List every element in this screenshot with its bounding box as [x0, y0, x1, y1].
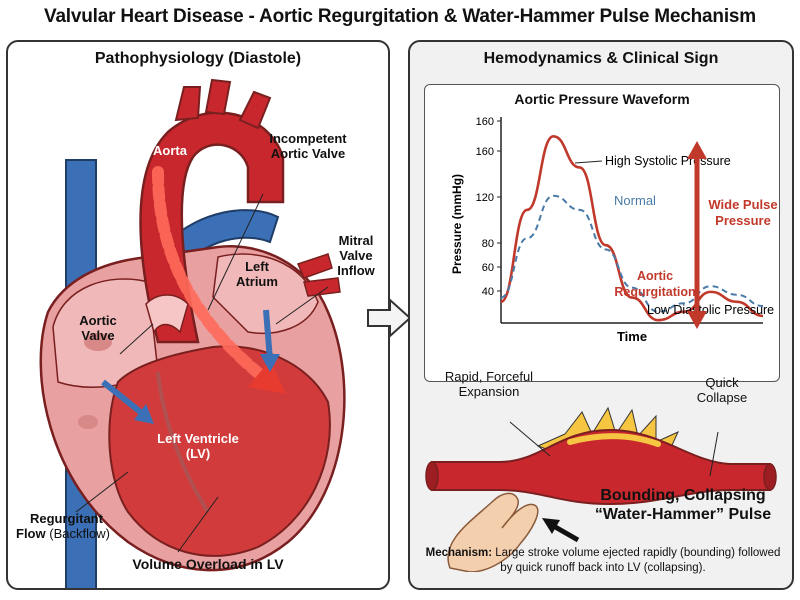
hemodynamics-title: Hemodynamics & Clinical Sign: [483, 50, 719, 67]
pathophysiology-panel: Pathophysiology (Diastole): [6, 40, 390, 590]
regurgitant-line1: Regurgitant: [30, 511, 103, 526]
y-tick-label: 60: [482, 262, 494, 274]
label-left-atrium: Left Atrium: [236, 259, 278, 289]
chart-canvas: 160 160 120 80 60 40 Pressure (mmHg) Time Aortic…: [450, 116, 778, 344]
aortic-branch-2: [204, 78, 232, 116]
venous-flow-arrow: [101, 379, 145, 417]
annotation-wide-1: Wide Pulse: [708, 197, 777, 212]
hemodynamics-panel: Hemodynamics & Clinical Sign Aortic Pres…: [408, 40, 794, 590]
regurgitant-flow-arrow: [152, 166, 269, 383]
mechanism-label: Mechanism:: [425, 547, 493, 559]
label-collapse: Quick Collapse: [696, 375, 748, 405]
regurgitant-line2: Flow: [16, 525, 46, 541]
y-tick-label: 160: [476, 116, 494, 128]
aortic-branch-3: [238, 90, 272, 130]
backflow-label: (Backflow): [49, 525, 110, 541]
label-aortic-valve: Aortic Valve: [79, 313, 117, 343]
page-title: Valvular Heart Disease - Aortic Regurgit…: [44, 6, 756, 27]
series-line-0: [500, 135, 764, 322]
x-axis-label: Time: [617, 329, 647, 344]
y-tick-label: 120: [476, 192, 494, 204]
label-mitral-inflow: Mitral Valve Inflow: [337, 233, 375, 278]
series-line-1: [500, 194, 764, 313]
annotation-wide-2: Pressure: [715, 213, 771, 228]
label-aorta: Aorta: [153, 143, 187, 158]
aortic-valve-leaflets: [145, 294, 189, 334]
water-hammer-line2: “Water-Hammer” Pulse: [594, 506, 772, 524]
pathophysiology-title: Pathophysiology (Diastole): [94, 50, 302, 67]
water-hammer-label: Bounding, Collapsing “Water-Hammer” Puls…: [578, 486, 788, 524]
fingers-icon: [447, 492, 539, 572]
annotation-low: Low Diastolic Pressure: [647, 303, 774, 317]
label-regurgitant-flow: Regurgitant Flow (Backflow): [16, 511, 146, 542]
mitral-inflow-arrowhead: [260, 354, 280, 372]
wide-pulse-arrowhead-bottom: [687, 311, 707, 329]
series-label-normal: Normal: [614, 193, 656, 208]
label-incompetent-valve: Incompetent Aortic Valve: [269, 131, 347, 161]
mechanism-text: Mechanism: Large stroke volume ejected r…: [418, 546, 788, 576]
label-left-ventricle: Left Ventricle (LV): [157, 431, 239, 461]
left-atrium: [212, 253, 319, 334]
label-volume-overload: Volume Overload in LV: [132, 556, 284, 572]
venous-flow-arrowhead: [134, 404, 154, 424]
series-label-ar: Aortic: [637, 269, 673, 283]
y-tick-label: 40: [482, 286, 494, 298]
septum: [156, 371, 210, 514]
y-tick-label: 80: [482, 238, 494, 250]
series-label-ar-2: Regurgitation: [614, 285, 695, 299]
water-hammer-line1: Bounding, Collapsing: [600, 487, 766, 504]
aorta-arch: [139, 111, 285, 344]
y-tick-label: 160: [476, 146, 494, 158]
heart-illustration: [39, 78, 346, 588]
transition-arrow-icon: [367, 298, 412, 338]
pulse-illustration: [425, 406, 777, 572]
chart-title: Aortic Pressure Waveform: [514, 91, 690, 107]
left-ventricle: [108, 345, 331, 557]
y-axis-label: Pressure (mmHg): [450, 174, 464, 274]
pulmonary-vein-1: [296, 253, 333, 279]
annotation-high-leader: [574, 160, 603, 164]
annotation-high: High Systolic Pressure: [605, 154, 731, 168]
mitral-inflow-arrow: [263, 309, 273, 361]
label-expansion: Rapid, Forceful Expansion: [444, 369, 534, 399]
aortic-branch-1: [174, 86, 202, 122]
regurgitant-arrowhead: [248, 360, 286, 394]
wide-pulse-arrowhead-top: [687, 141, 707, 159]
mechanism-body: Large stroke volume ejected rapidly (bou…: [495, 547, 781, 574]
pulmonary-vein-2: [303, 277, 341, 297]
pressure-chart: Aortic Pressure Waveform 160 160 120 80 60 40…: [424, 84, 780, 382]
